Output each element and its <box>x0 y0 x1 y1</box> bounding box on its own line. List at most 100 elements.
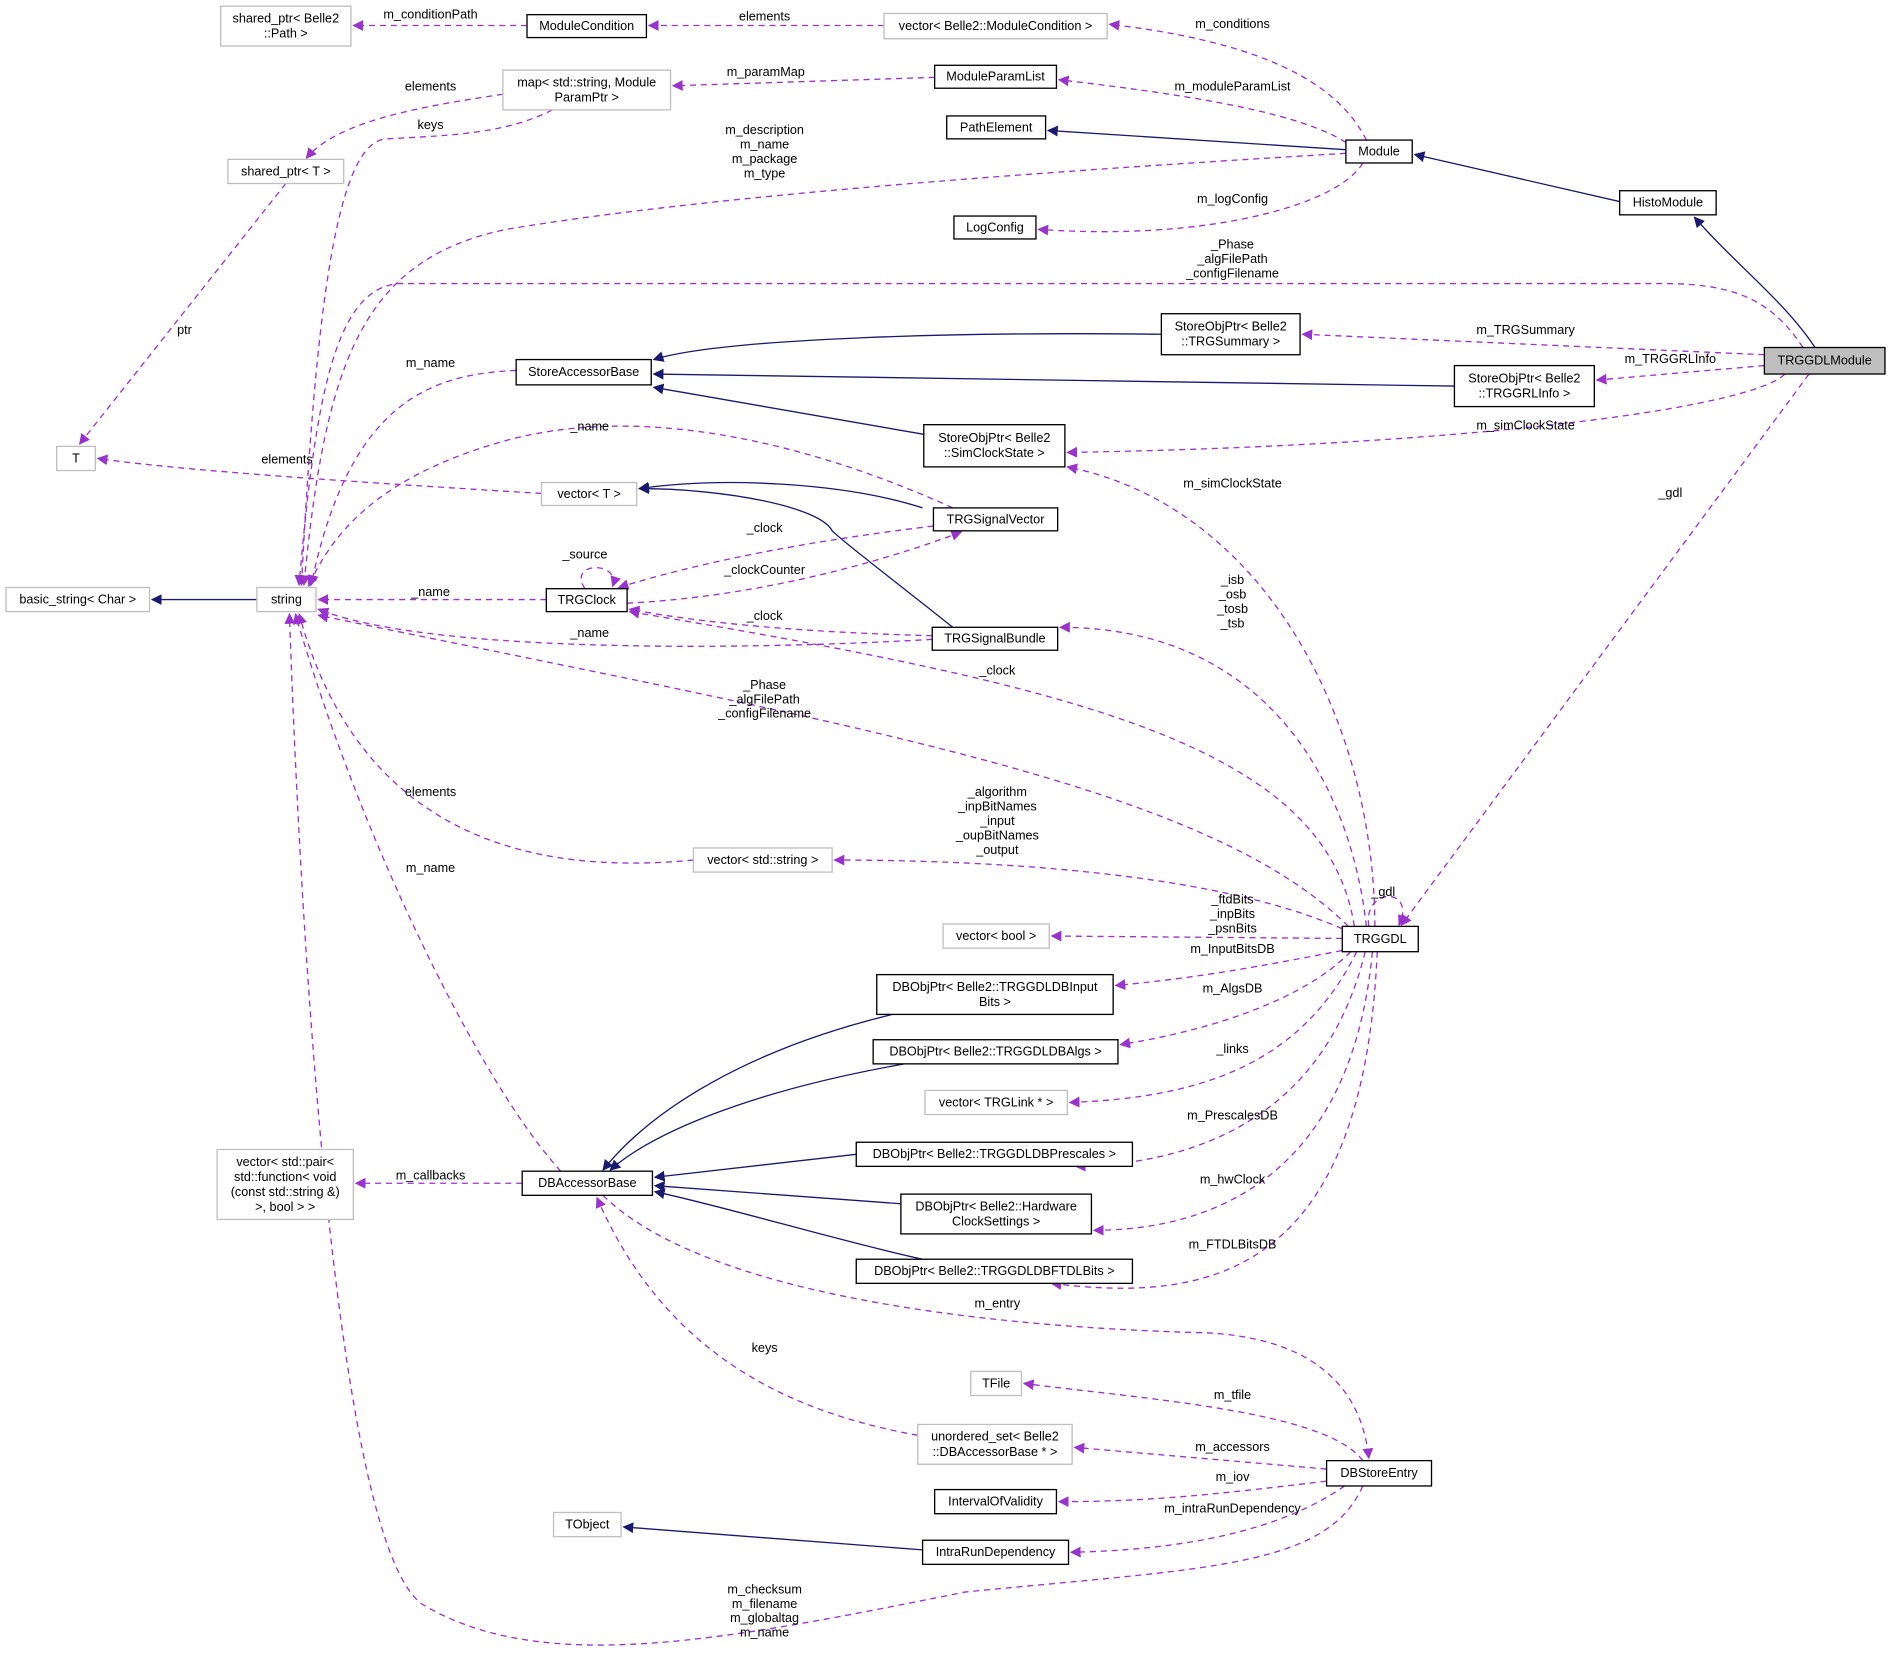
edge-trggdl-to-vec_link: _links <box>1068 951 1358 1108</box>
node-label: StoreObjPtr< Belle2 <box>1175 320 1287 334</box>
edge-label: keys <box>752 1341 778 1355</box>
node-vec-bool[interactable]: vector< bool > <box>942 923 1050 949</box>
node-box <box>1618 190 1717 216</box>
node-trggdlmodule[interactable]: TRGGDLModule <box>1763 346 1886 375</box>
edge-trgsignalbundle-to-string: _name <box>317 607 933 647</box>
edge-db_ftdl-to-dbaccessor <box>653 1188 923 1260</box>
edge-modparamlist-to-map_param: m_paramMap <box>671 65 935 91</box>
node-tfile[interactable]: TFile <box>970 1370 1023 1397</box>
node-trgclock[interactable]: TRGClock <box>545 588 628 613</box>
node-tobject[interactable]: TObject <box>552 1511 622 1538</box>
node-box <box>970 1370 1023 1397</box>
edge-label: m_globaltag <box>730 1611 799 1625</box>
node-db-algs[interactable]: DBObjPtr< Belle2::TRGGDLDBAlgs > <box>872 1039 1119 1065</box>
node-label: basic_string< Char > <box>19 592 136 606</box>
inheritance-arrow <box>652 333 1162 362</box>
node-box <box>1160 313 1301 356</box>
node-sop-summary[interactable]: StoreObjPtr< Belle2::TRGSummary > <box>1160 313 1301 356</box>
usage-arrow <box>671 76 935 91</box>
node-storeaccessor[interactable]: StoreAccessorBase <box>515 358 652 386</box>
edge-label: _source <box>561 548 607 562</box>
node-vec-link[interactable]: vector< TRGLink * > <box>924 1089 1068 1116</box>
edge-label: _name <box>569 420 609 434</box>
node-intrarun[interactable]: IntraRunDependency <box>921 1539 1070 1566</box>
node-layer: shared_ptr< Belle2::Path > ModuleConditio… <box>5 5 1886 1566</box>
node-t[interactable]: T <box>56 445 96 472</box>
node-db-prescales[interactable]: DBObjPtr< Belle2::TRGGDLDBPrescales > <box>855 1141 1134 1168</box>
edge-label: _gdl <box>1657 486 1682 500</box>
node-logconfig[interactable]: LogConfig <box>953 215 1037 240</box>
node-modparamlist[interactable]: ModuleParamList <box>933 64 1058 89</box>
node-module[interactable]: Module <box>1345 139 1413 164</box>
edge-label: m_accessors <box>1195 1440 1270 1454</box>
edge-label: _clockCounter <box>723 563 805 577</box>
node-label: shared_ptr< T > <box>241 164 331 178</box>
node-iov[interactable]: IntervalOfValidity <box>933 1488 1058 1515</box>
edge-trggdlmodule-to-sop_simclock: m_simClockState <box>1066 373 1786 458</box>
node-dbstoreentry[interactable]: DBStoreEntry <box>1325 1459 1433 1487</box>
node-modcond[interactable]: ModuleCondition <box>526 13 648 39</box>
edge-db_hwclock-to-dbaccessor <box>653 1180 901 1205</box>
node-sop-simclock[interactable]: StoreObjPtr< Belle2::SimClockState > <box>923 424 1066 468</box>
node-label: ::TRGGRLInfo > <box>1478 387 1570 401</box>
usage-arrow <box>617 525 934 590</box>
node-label: ModuleParamList <box>946 70 1045 84</box>
usage-arrow <box>317 611 1349 927</box>
node-string[interactable]: string <box>256 586 317 613</box>
edge-trggdl-to-trggdl: _gdl <box>1367 885 1409 927</box>
edge-label: _gdl <box>1370 885 1395 899</box>
edge-db_algs-to-dbaccessor <box>609 1063 905 1171</box>
node-label: TRGGDLModule <box>1778 354 1872 368</box>
node-label: vector< TRGLink * > <box>939 1095 1053 1109</box>
edge-label: m_intraRunDependency <box>1164 1501 1301 1515</box>
node-histomodule[interactable]: HistoModule <box>1618 190 1717 216</box>
node-sp-path[interactable]: shared_ptr< Belle2::Path > <box>220 5 352 47</box>
edge-label: _algorithm <box>967 785 1027 799</box>
usage-arrow <box>1595 364 1765 385</box>
node-box <box>876 973 1114 1016</box>
edge-trggdl-to-vec_string: _algorithm_inpBitNames_input_oupBitNames… <box>833 785 1343 930</box>
edge-label: _Phase <box>742 678 786 692</box>
node-box <box>953 215 1037 240</box>
edge-label: m_name <box>740 138 789 152</box>
node-sp-t[interactable]: shared_ptr< T > <box>227 158 345 185</box>
edge-histomodule-to-module <box>1413 151 1620 203</box>
node-vec-modcond[interactable]: vector< Belle2::ModuleCondition > <box>883 12 1108 40</box>
node-label: IntraRunDependency <box>936 1545 1056 1559</box>
node-basic-string[interactable]: basic_string< Char > <box>5 586 151 613</box>
edge-trgclock-to-trgsignalvector: _clockCounter <box>627 530 963 604</box>
node-vec-t[interactable]: vector< T > <box>540 481 638 507</box>
node-label: DBObjPtr< Belle2::Hardware <box>915 1199 1076 1213</box>
node-trgsignalvector[interactable]: TRGSignalVector <box>932 507 1059 532</box>
node-db-ftdl[interactable]: DBObjPtr< Belle2::TRGGDLDBFTDLBits > <box>855 1258 1134 1285</box>
usage-arrow <box>1114 949 1343 990</box>
usage-arrow <box>1066 463 1376 927</box>
node-uset[interactable]: unordered_set< Belle2::DBAccessorBase * … <box>917 1423 1073 1465</box>
node-sop-grl[interactable]: StoreObjPtr< Belle2::TRGGRLInfo > <box>1453 364 1595 408</box>
node-label: DBObjPtr< Belle2::TRGGDLDBAlgs > <box>889 1045 1101 1059</box>
edge-label: m_moduleParamList <box>1174 80 1291 94</box>
edge-label: _psnBits <box>1207 921 1257 935</box>
node-trggdl[interactable]: TRGGDL <box>1341 925 1419 953</box>
node-db-hwclock[interactable]: DBObjPtr< Belle2::HardwareClockSettings … <box>900 1193 1093 1235</box>
node-label: Bits > <box>979 995 1011 1009</box>
usage-arrow <box>299 152 1346 587</box>
node-pathelement[interactable]: PathElement <box>946 115 1047 140</box>
edge-label: _input <box>979 814 1015 828</box>
node-box <box>56 445 96 472</box>
edge-label: m_iov <box>1216 1470 1250 1484</box>
node-box <box>1763 346 1886 375</box>
edge-trggdl-to-db_algs: m_AlgsDB <box>1119 951 1352 1049</box>
node-dbaccessor[interactable]: DBAccessorBase <box>521 1170 654 1196</box>
edge-label: _inpBits <box>1209 907 1255 921</box>
node-vec-string[interactable]: vector< std::string > <box>692 847 833 873</box>
node-vec-pair[interactable]: vector< std::pair<std::function< void(co… <box>216 1148 355 1221</box>
edge-label: m_FTDLBitsDB <box>1189 1237 1277 1251</box>
node-trgsignalbundle[interactable]: TRGSignalBundle <box>931 626 1059 651</box>
node-label: vector< std::string > <box>707 853 818 867</box>
edge-label: m_InputBitsDB <box>1190 942 1274 956</box>
